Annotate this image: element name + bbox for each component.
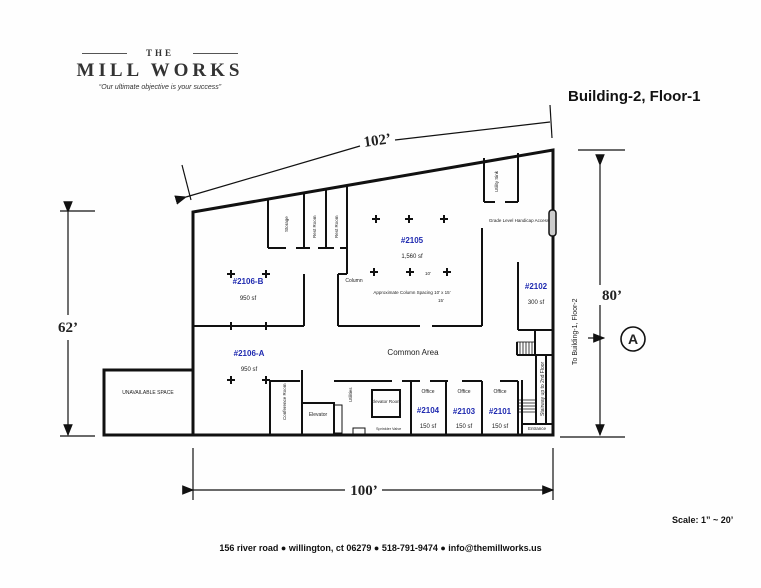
dimension-bottom: 100’ xyxy=(350,483,378,499)
marker-a: A xyxy=(628,331,638,347)
footer-contact: 156 river road ● willington, ct 06279 ● … xyxy=(219,543,542,553)
scale-label: Scale: 1” ~ 20’ xyxy=(672,515,734,525)
dimension-top: 102’ xyxy=(363,131,392,151)
room-common-area: Common Area xyxy=(387,348,439,357)
logo-prefix: THE xyxy=(70,48,250,58)
dimension-left: 62’ xyxy=(58,320,78,336)
label-spacing-v: 15’ xyxy=(438,298,444,303)
handicap-door xyxy=(548,209,557,237)
unit-2105-id: #2105 xyxy=(401,236,424,245)
unit-2101-room: Office xyxy=(494,389,507,395)
room-elevator: Elevator xyxy=(309,412,328,418)
unit-2104-area: 150 sf xyxy=(420,424,437,430)
building-outline xyxy=(102,148,555,437)
unit-2106a-area: 950 sf xyxy=(241,367,258,373)
unit-2104-room: Office xyxy=(422,389,435,395)
column-markers xyxy=(227,215,451,384)
room-conference: Conference Room xyxy=(282,383,287,420)
room-storage: Storage xyxy=(284,216,289,232)
label-stairway: Stairway up to 2nd Floor xyxy=(540,361,546,416)
label-spacing-h: 10’ xyxy=(425,271,431,276)
unit-2104-id: #2104 xyxy=(417,406,440,415)
unit-2101-id: #2101 xyxy=(489,407,512,416)
label-column: Column xyxy=(345,278,362,284)
interior-walls xyxy=(192,153,553,436)
dimension-lines xyxy=(60,104,646,500)
unit-2105-area: 1,560 sf xyxy=(401,254,423,260)
room-utilities: Utilities xyxy=(348,387,353,402)
logo-tagline: “Our ultimate objective is your success” xyxy=(98,84,222,91)
room-rest-room-1: Rest Room xyxy=(312,215,317,238)
label-column-spacing: Approximate Column Spacing 10’ x 15’ xyxy=(373,290,450,295)
unit-2102-id: #2102 xyxy=(525,282,548,291)
room-utility-sink: Utility Sink xyxy=(494,170,499,192)
stair-treads xyxy=(516,341,536,413)
unit-2106a-id: #2106-A xyxy=(234,349,265,358)
room-elevator-room: Elevator Room xyxy=(371,399,401,404)
logo-brand: MILL WORKS xyxy=(76,60,244,81)
label-to-building-1: To Building-1, Floor-2 xyxy=(572,298,579,365)
unit-2103-area: 150 sf xyxy=(456,424,473,430)
unit-2103-room: Office xyxy=(458,389,471,395)
unit-2106b-id: #2106-B xyxy=(233,277,264,286)
unit-2101-area: 150 sf xyxy=(492,424,509,430)
room-rest-room-2: Rest Room xyxy=(334,215,339,238)
label-sprinkler-valve: Sprinkler Valve xyxy=(376,427,401,431)
logo: THE MILL WORKS “Our ultimate objective i… xyxy=(70,48,250,91)
page-title: Building-2, Floor-1 xyxy=(568,88,701,105)
room-handicap-access: Grade Level Handicap Access xyxy=(489,218,550,223)
dimension-right: 80’ xyxy=(602,288,622,304)
label-entrance: Entrance xyxy=(528,426,547,431)
unit-2106b-area: 950 sf xyxy=(240,296,257,302)
unit-2103-id: #2103 xyxy=(453,407,476,416)
room-unavailable: UNAVAILABLE SPACE xyxy=(122,390,174,396)
unit-2102-area: 300 sf xyxy=(528,300,545,306)
